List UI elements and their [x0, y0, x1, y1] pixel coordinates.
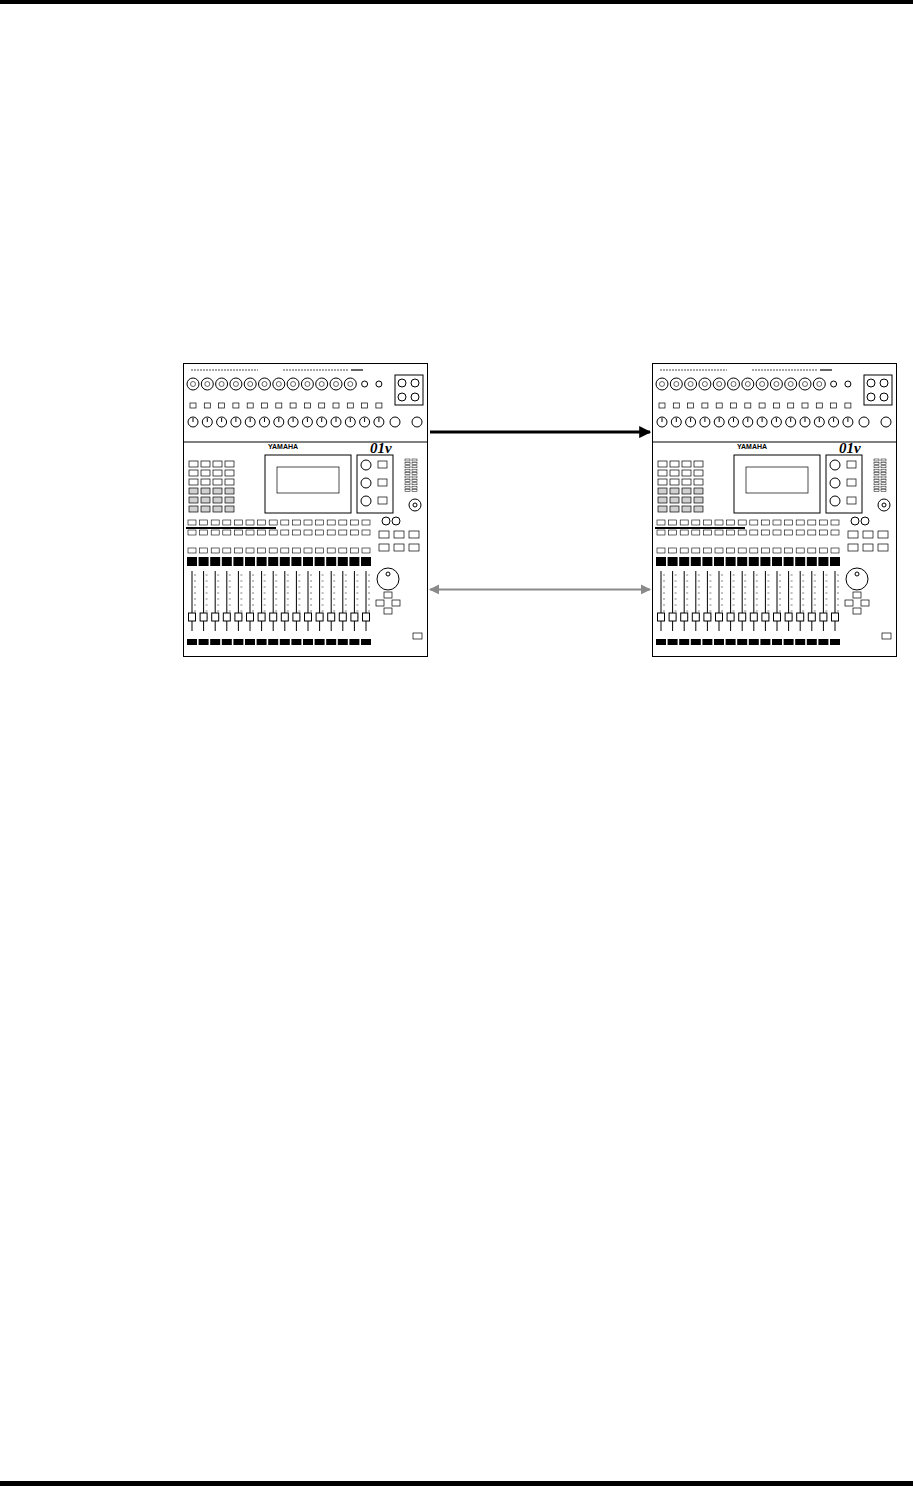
link-arrow — [430, 588, 650, 590]
top-rule — [0, 0, 913, 4]
signal-arrow — [430, 431, 650, 434]
mixer-console: YAMAHA01v — [652, 363, 897, 657]
bottom-rule — [0, 1481, 913, 1486]
mixer-console: YAMAHA01v — [183, 363, 428, 657]
mixer-drawing — [652, 370, 897, 645]
mixer-drawing — [183, 370, 428, 645]
